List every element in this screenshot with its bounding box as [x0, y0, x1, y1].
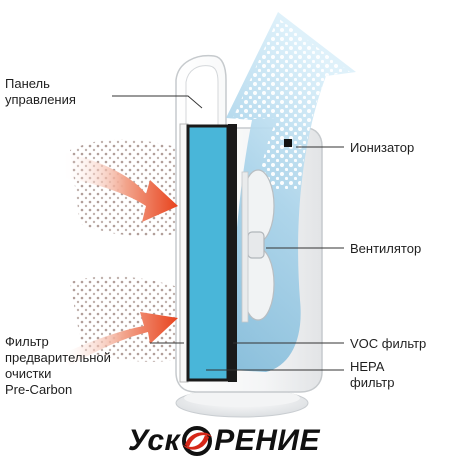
voc-filter-layer — [228, 124, 237, 382]
hepa-filter-layer — [186, 124, 230, 382]
label-prefilter: Фильтр предварительной очистки Pre-Carbo… — [5, 334, 111, 397]
base-stand — [175, 388, 309, 418]
label-ionizer: Ионизатор — [350, 140, 415, 155]
leader-control-panel — [112, 95, 203, 109]
filter-stack — [179, 123, 237, 383]
label-fan: Вентилятор — [350, 241, 422, 256]
logo-text-start: Уск — [128, 424, 181, 457]
logo-text-end: РЕНИЕ — [214, 424, 320, 457]
leader-lines — [112, 95, 344, 371]
label-hepa-filter: HEPA фильтр — [350, 359, 395, 390]
fan — [241, 169, 275, 323]
intake-arrow-top — [62, 152, 178, 222]
label-control-panel: Панель управления — [5, 76, 76, 107]
ionizer-marker — [284, 139, 292, 147]
brand-logo: Уск РЕНИЕ — [128, 422, 320, 460]
label-voc-filter: VOC фильтр — [350, 336, 427, 351]
logo-swirl-icon — [182, 426, 213, 456]
intake-arrow-bottom — [58, 312, 178, 366]
